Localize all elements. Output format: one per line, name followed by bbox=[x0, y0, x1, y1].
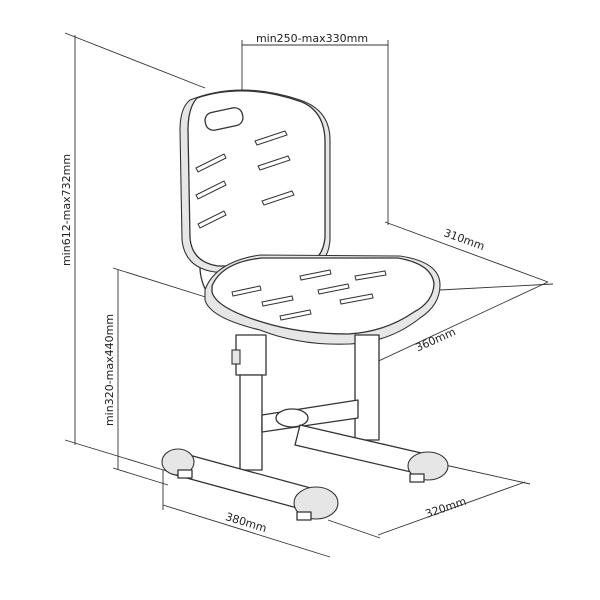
seat bbox=[211, 257, 435, 335]
total-height-label: min612-max732mm bbox=[60, 154, 73, 266]
rear-column bbox=[354, 334, 380, 441]
extension-line bbox=[112, 467, 169, 486]
base-width-label: 380mm bbox=[224, 510, 268, 535]
glide bbox=[409, 473, 425, 483]
extension-line bbox=[112, 267, 216, 301]
height-knob bbox=[231, 349, 241, 365]
front-column bbox=[239, 374, 263, 471]
glide bbox=[177, 469, 193, 479]
glide bbox=[296, 511, 312, 521]
base-depth-line bbox=[377, 481, 526, 536]
base-depth-label: 320mm bbox=[424, 495, 468, 521]
crossbar-cap bbox=[275, 408, 309, 428]
seat-vents bbox=[231, 269, 387, 321]
backrest-vents bbox=[195, 130, 295, 229]
extension-line bbox=[64, 439, 171, 473]
dimension-lines bbox=[64, 32, 554, 558]
chair-drawing bbox=[161, 89, 449, 521]
seat-width-label: 360mm bbox=[414, 325, 458, 354]
backrest-height-label: min250-max330mm bbox=[256, 32, 368, 45]
extension-line bbox=[64, 32, 206, 89]
seat-height-label: min320-max440mm bbox=[103, 314, 116, 426]
rear-foot-cap bbox=[407, 451, 449, 481]
base-width-line bbox=[162, 504, 331, 558]
front-column-sleeve bbox=[235, 334, 267, 376]
backrest-handle-hole bbox=[204, 107, 244, 131]
seat-width-line bbox=[354, 281, 549, 373]
backrest bbox=[187, 90, 326, 267]
seat-depth-label: 310mm bbox=[442, 226, 486, 253]
extension-line bbox=[439, 283, 554, 291]
seat-depth-line bbox=[384, 221, 549, 283]
extension-line bbox=[444, 464, 531, 485]
front-foot-cap-right bbox=[293, 486, 339, 520]
extension-line bbox=[327, 519, 381, 539]
